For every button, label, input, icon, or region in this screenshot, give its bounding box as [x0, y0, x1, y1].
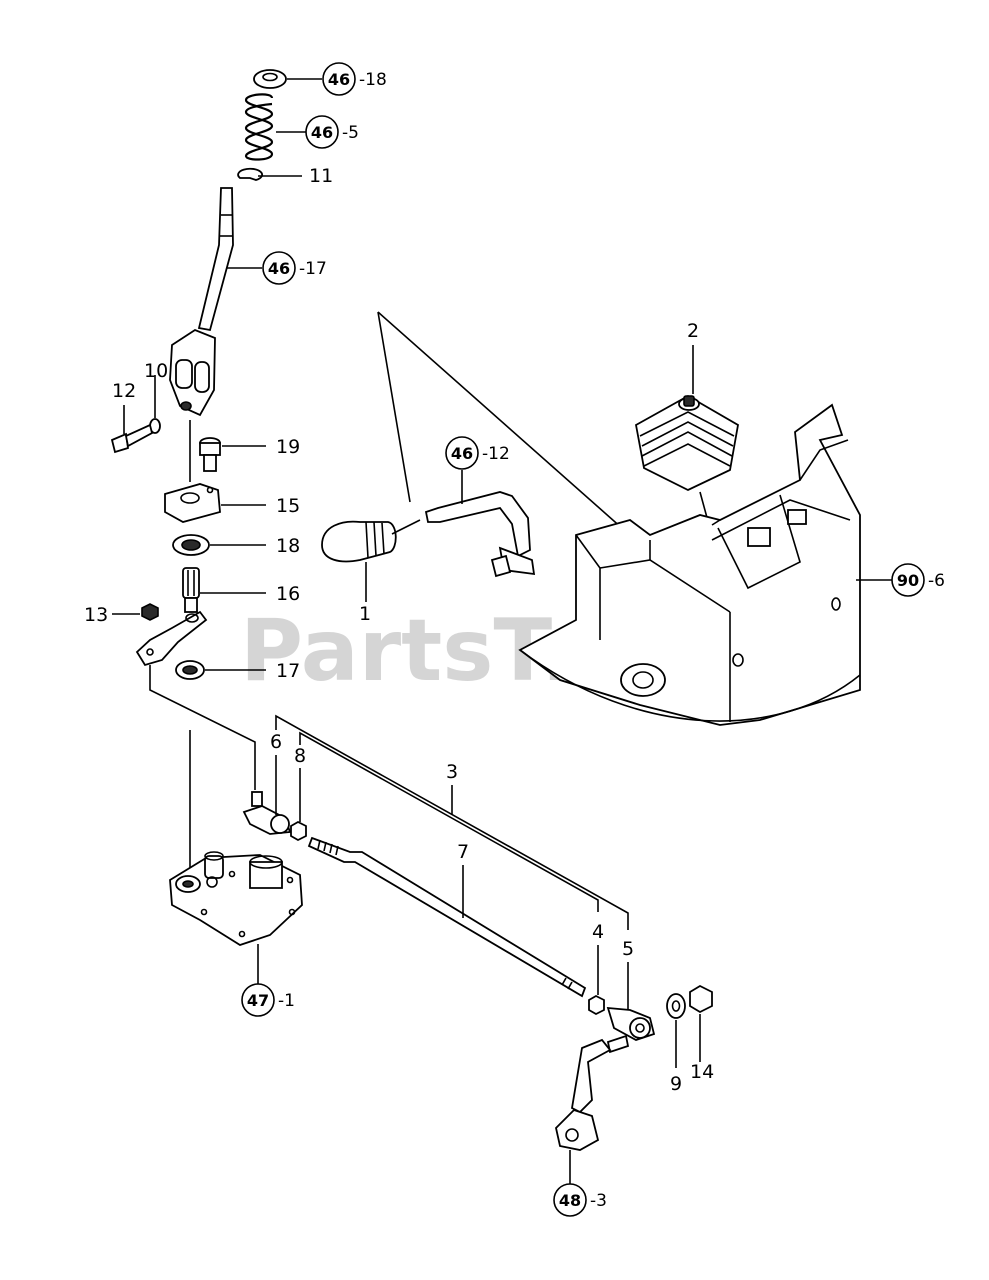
guide-arm-to-ball-joint	[149, 665, 256, 790]
washer-46-18[interactable]	[253, 69, 287, 89]
callout-46-12-number: 46	[451, 444, 473, 463]
callout-47-1-suffix: -1	[278, 991, 295, 1011]
nut-14[interactable]	[689, 984, 713, 1014]
label-part-2[interactable]: 2	[687, 320, 699, 342]
callout-46-18-number: 46	[328, 70, 350, 89]
ball-joint-6[interactable]	[242, 791, 292, 835]
label-part-12[interactable]: 12	[112, 380, 136, 402]
label-part-14[interactable]: 14	[690, 1061, 714, 1083]
label-part-18[interactable]: 18	[276, 535, 300, 557]
label-part-11[interactable]: 11	[309, 165, 333, 187]
callout-90-6-suffix: -6	[928, 571, 945, 591]
e-clip-11[interactable]	[237, 167, 263, 181]
ball-joint-5[interactable]	[606, 1006, 656, 1054]
nut-8[interactable]	[290, 820, 307, 842]
universal-joint[interactable]	[169, 328, 216, 417]
callout-46-5-number: 46	[311, 123, 333, 142]
label-part-17[interactable]: 17	[276, 660, 300, 682]
callout-46-18-suffix: -18	[359, 70, 387, 90]
callout-47-1-number: 47	[247, 991, 269, 1010]
callout-46-5[interactable]: 46 -5	[305, 115, 359, 149]
label-part-3[interactable]: 3	[446, 761, 458, 783]
shaft-16[interactable]	[182, 567, 200, 613]
label-part-5[interactable]: 5	[622, 938, 634, 960]
rod-7[interactable]	[307, 836, 587, 998]
callout-47-1[interactable]: 47 -1	[241, 983, 295, 1017]
oil-seal-17[interactable]	[175, 660, 205, 680]
shift-boot-2[interactable]	[634, 394, 739, 492]
callout-90-6[interactable]: 90 -6	[891, 563, 945, 597]
shift-lever-46-12[interactable]	[424, 491, 536, 578]
callout-46-17-number: 46	[268, 259, 290, 278]
label-part-6[interactable]: 6	[270, 731, 282, 753]
label-part-1[interactable]: 1	[359, 603, 371, 625]
label-part-16[interactable]: 16	[276, 583, 300, 605]
label-part-8[interactable]: 8	[294, 745, 306, 767]
label-part-15[interactable]: 15	[276, 495, 300, 517]
oil-seal-18[interactable]	[172, 534, 210, 556]
shift-knob-1[interactable]	[321, 519, 421, 563]
transmission-cover-47-1[interactable]	[169, 851, 303, 946]
plate-15[interactable]	[164, 483, 221, 523]
callout-48-3[interactable]: 48 -3	[553, 1183, 607, 1217]
bolt-19[interactable]	[199, 437, 221, 472]
step-panel-90-6[interactable]	[518, 403, 861, 726]
callout-46-12[interactable]: 46 -12	[445, 436, 510, 470]
label-part-10[interactable]: 10	[144, 360, 168, 382]
guide-knob-left	[377, 311, 411, 503]
callout-46-12-suffix: -12	[482, 444, 510, 464]
spring-46-5[interactable]	[244, 93, 274, 161]
nut-4[interactable]	[588, 994, 605, 1016]
lever-arm-48-3[interactable]	[555, 1038, 612, 1151]
callout-46-17-suffix: -17	[299, 259, 327, 279]
washer-9[interactable]	[666, 993, 686, 1019]
shift-shaft-46-17[interactable]	[197, 187, 234, 332]
callout-46-5-suffix: -5	[342, 123, 359, 143]
callout-48-3-number: 48	[559, 1191, 581, 1210]
label-part-13[interactable]: 13	[84, 604, 108, 626]
nut-13[interactable]	[141, 603, 159, 621]
callout-46-18[interactable]: 46 -18	[322, 62, 387, 96]
callout-46-17[interactable]: 46 -17	[262, 251, 327, 285]
label-part-9[interactable]: 9	[670, 1073, 682, 1095]
label-part-4[interactable]: 4	[592, 921, 604, 943]
bracket-3	[275, 714, 629, 930]
callout-90-6-number: 90	[897, 571, 919, 590]
bracket-4-8	[299, 731, 599, 912]
bolt-12[interactable]	[110, 423, 154, 454]
callout-48-3-suffix: -3	[590, 1191, 607, 1211]
label-part-19[interactable]: 19	[276, 436, 300, 458]
shift-arm[interactable]	[135, 610, 208, 667]
label-part-7[interactable]: 7	[457, 841, 469, 863]
